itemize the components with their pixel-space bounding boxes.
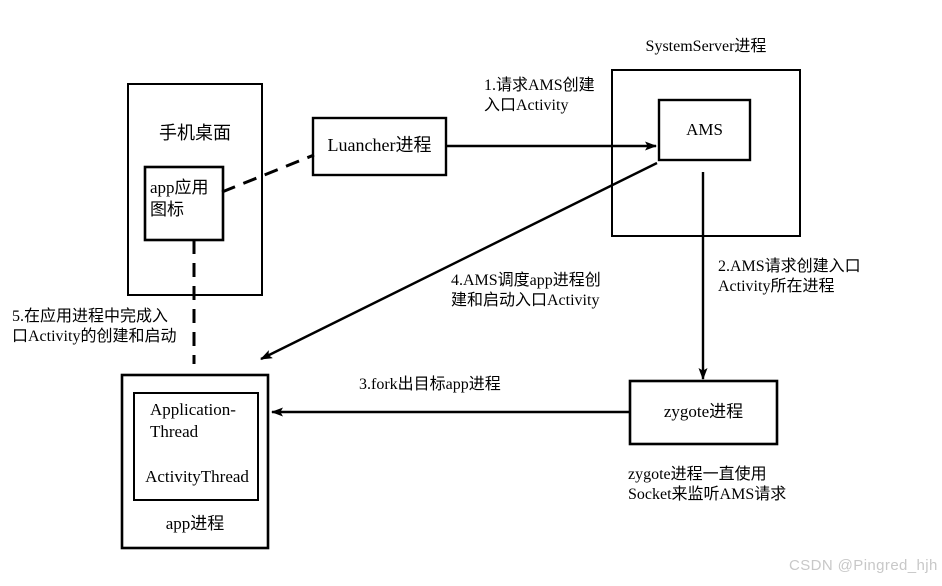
step4-label: 4.AMS调度app进程创 建和启动入口Activity [451, 272, 601, 310]
zygote-process-box [628, 379, 779, 446]
phone-desktop-label: 手机桌面 [159, 123, 231, 143]
step3-label: 3.fork出目标app进程 [359, 376, 501, 393]
step5-label: 5.在应用进程中完成入 口Activity的创建和启动 [12, 308, 177, 346]
step2-label: 2.AMS请求创建入口 Activity所在进程 [718, 258, 861, 296]
app-icon-label: app应用 图标 [150, 178, 209, 220]
application-thread-label: Application- Thread [150, 400, 236, 442]
launcher-process-label: Luancher进程 [327, 135, 432, 155]
threads-inner-box [133, 392, 259, 501]
activity-thread-label: ActivityThread [145, 467, 249, 486]
app-icon-to-launcher-dashed-line [221, 153, 315, 194]
system-server-label: SystemServer进程 [645, 38, 767, 55]
watermark: CSDN @Pingred_hjh [789, 557, 938, 574]
zygote-process-label: zygote进程 [663, 402, 744, 421]
app-process-label: app进程 [165, 514, 225, 533]
launcher-process-box [311, 116, 448, 177]
step1-label: 1.请求AMS创建 入口Activity [484, 77, 595, 115]
app-icon-box [143, 165, 225, 242]
zygote-note: zygote进程一直使用 Socket来监听AMS请求 [628, 466, 787, 504]
ams-box [657, 98, 752, 162]
step4-arrow-ams-to-app-process [260, 161, 658, 361]
ams-label: AMS [686, 120, 723, 139]
